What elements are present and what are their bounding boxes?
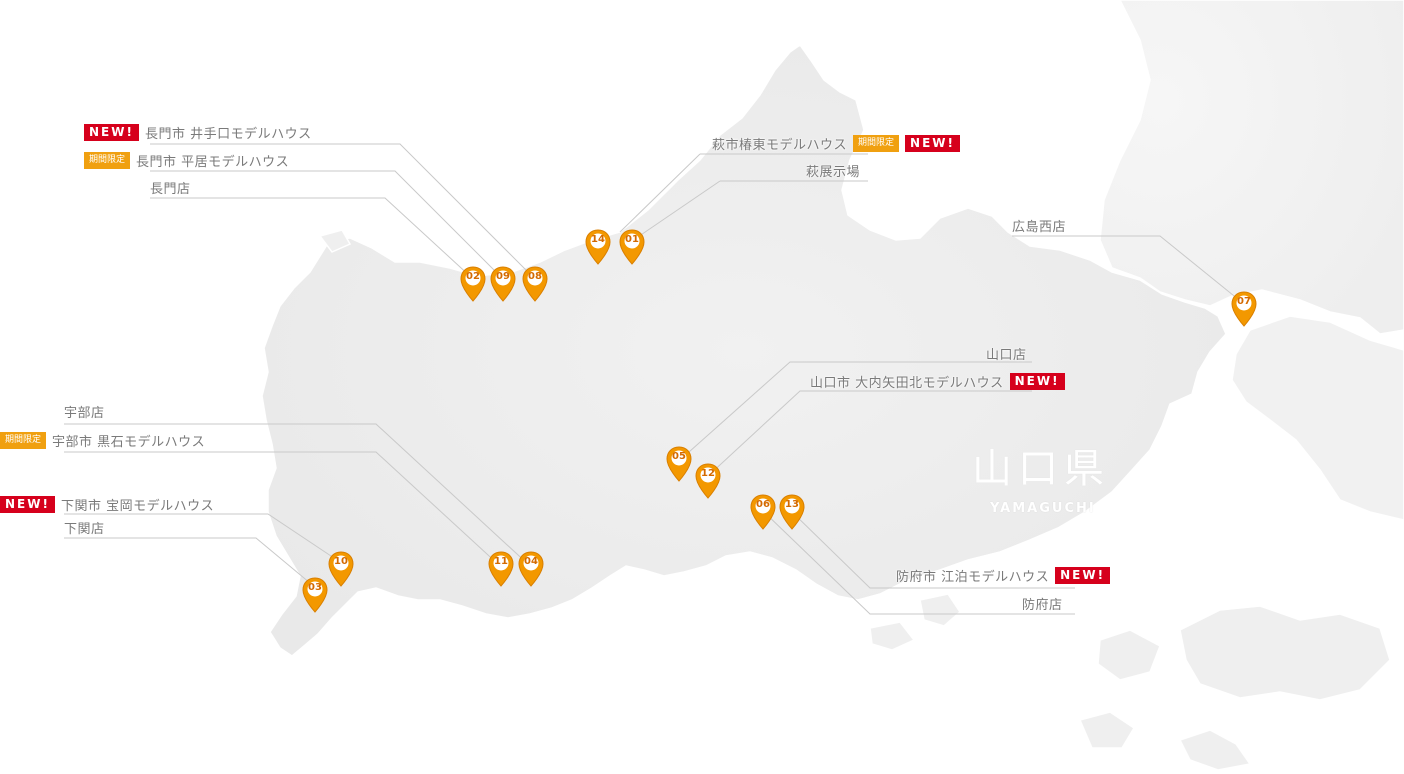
pin-number: 11 [494,556,508,567]
island-small-1 [1078,711,1136,749]
neighbor-hiroshima-south [1231,315,1404,521]
label-hofu-store[interactable]: 防府店 [1022,593,1063,613]
label-shimonoseki-model[interactable]: NEW! 下関市 宝岡モデルハウス [0,494,214,514]
pin-number: 03 [308,582,322,593]
island-south-east [1179,605,1391,701]
label-ube-kuraishi[interactable]: 期間限定 宇部市 黒石モデルハウス [0,430,205,450]
label-text: 防府店 [1022,597,1063,613]
label-text: 下関市 宝岡モデルハウス [60,498,215,514]
map-pin-09[interactable]: 09 [490,266,516,302]
neighbor-hiroshima [1099,0,1404,335]
new-badge: NEW! [84,123,139,141]
pin-number: 04 [524,556,538,567]
island-mid [1097,629,1161,681]
map-pin-07[interactable]: 07 [1231,291,1257,327]
limited-badge: 期間限定 [84,151,131,169]
label-nagato-store[interactable]: 長門店 [150,177,191,197]
new-badge: NEW! [1009,372,1065,390]
label-yamaguchi-ouchi[interactable]: 山口市 大内矢田北モデルハウス NEW! [810,371,1065,391]
pin-number: 02 [466,271,480,282]
map-pin-03[interactable]: 03 [302,577,328,613]
label-nagato-heikyo[interactable]: 期間限定 長門市 平居モデルハウス [84,150,289,170]
label-text: 宇部市 黒石モデルハウス [52,434,206,450]
label-text: 山口市 大内矢田北モデルハウス [810,375,1004,391]
prefecture-romaji: YAMAGUCHI [990,501,1096,516]
label-text: 山口店 [986,347,1027,363]
new-badge: NEW! [1055,566,1111,584]
island-small-3 [919,593,961,627]
label-nagato-igutchi[interactable]: NEW! 長門市 井手口モデルハウス [84,122,312,142]
map-pin-04[interactable]: 04 [518,551,544,587]
label-yamaguchi-store[interactable]: 山口店 [986,343,1027,363]
label-text: 萩市椿東モデルハウス [712,137,848,153]
pin-number: 10 [334,556,348,567]
map-pin-10[interactable]: 10 [328,551,354,587]
pin-number: 01 [625,234,639,245]
new-badge: NEW! [0,495,55,513]
label-hofu-model[interactable]: 防府市 江泊モデルハウス NEW! [896,565,1111,585]
island-small-4 [869,621,916,651]
prefecture-name: 山口県 [972,446,1110,492]
map-pin-13[interactable]: 13 [779,494,805,530]
leader-lines [64,143,1245,615]
map-pin-14[interactable]: 14 [585,229,611,265]
map-pin-06[interactable]: 06 [750,494,776,530]
label-text: 萩展示場 [806,164,861,180]
pin-number: 05 [672,451,686,462]
label-hiroshima-west[interactable]: 広島西店 [1012,215,1066,235]
label-hagi-tsubaki[interactable]: 萩市椿東モデルハウス 期間限定 NEW! [712,133,960,153]
map-pin-02[interactable]: 02 [460,266,486,302]
pin-number: 13 [785,499,799,510]
map-pin-01[interactable]: 01 [619,229,645,265]
label-text: 長門市 井手口モデルハウス [144,126,312,142]
label-text: 広島西店 [1012,219,1067,235]
label-text: 長門店 [150,181,191,197]
label-text: 長門市 平居モデルハウス [136,154,290,170]
pin-number: 07 [1237,296,1251,307]
pin-number: 08 [528,271,542,282]
pin-number: 06 [756,499,770,510]
label-shimonoseki-store[interactable]: 下関店 [64,517,105,537]
label-hagi-exhibit[interactable]: 萩展示場 [806,160,860,180]
label-text: 防府市 江泊モデルハウス [896,569,1050,585]
pin-number: 09 [496,271,510,282]
map-pin-11[interactable]: 11 [488,551,514,587]
yamaguchi-landmass [261,43,1227,657]
limited-badge: 期間限定 [0,431,47,449]
label-ube-store[interactable]: 宇部店 [64,401,105,421]
label-text: 宇部店 [64,405,105,421]
label-text: 下関店 [64,521,105,537]
map-pin-05[interactable]: 05 [666,446,692,482]
new-badge: NEW! [905,134,960,152]
island-small-2 [1178,729,1252,771]
pin-number: 14 [591,234,605,245]
map-pin-08[interactable]: 08 [522,266,548,302]
island-small-5 [318,229,352,253]
limited-badge: 期間限定 [853,134,900,152]
pin-number: 12 [701,468,715,479]
map-pin-12[interactable]: 12 [695,463,721,499]
